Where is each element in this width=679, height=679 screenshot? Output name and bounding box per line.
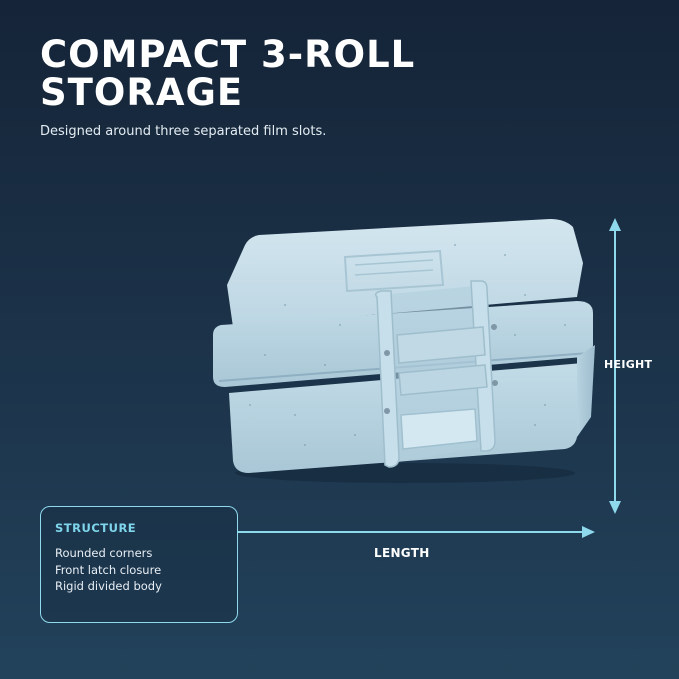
length-label: LENGTH xyxy=(374,546,430,560)
page-subtitle: Designed around three separated film slo… xyxy=(40,124,327,139)
structure-card: STRUCTURE Rounded corners Front latch cl… xyxy=(40,506,238,623)
feature-item: Rounded corners xyxy=(55,546,153,560)
feature-item: Rigid divided body xyxy=(55,579,162,593)
feature-item: Front latch closure xyxy=(55,562,162,577)
film-storage-box-image xyxy=(213,219,595,483)
height-arrow xyxy=(609,218,621,514)
structure-title: STRUCTURE xyxy=(55,521,137,535)
height-label: HEIGHT xyxy=(604,358,653,371)
length-arrow xyxy=(238,526,595,538)
page-title: COMPACT 3-ROLL STORAGE xyxy=(40,33,416,114)
